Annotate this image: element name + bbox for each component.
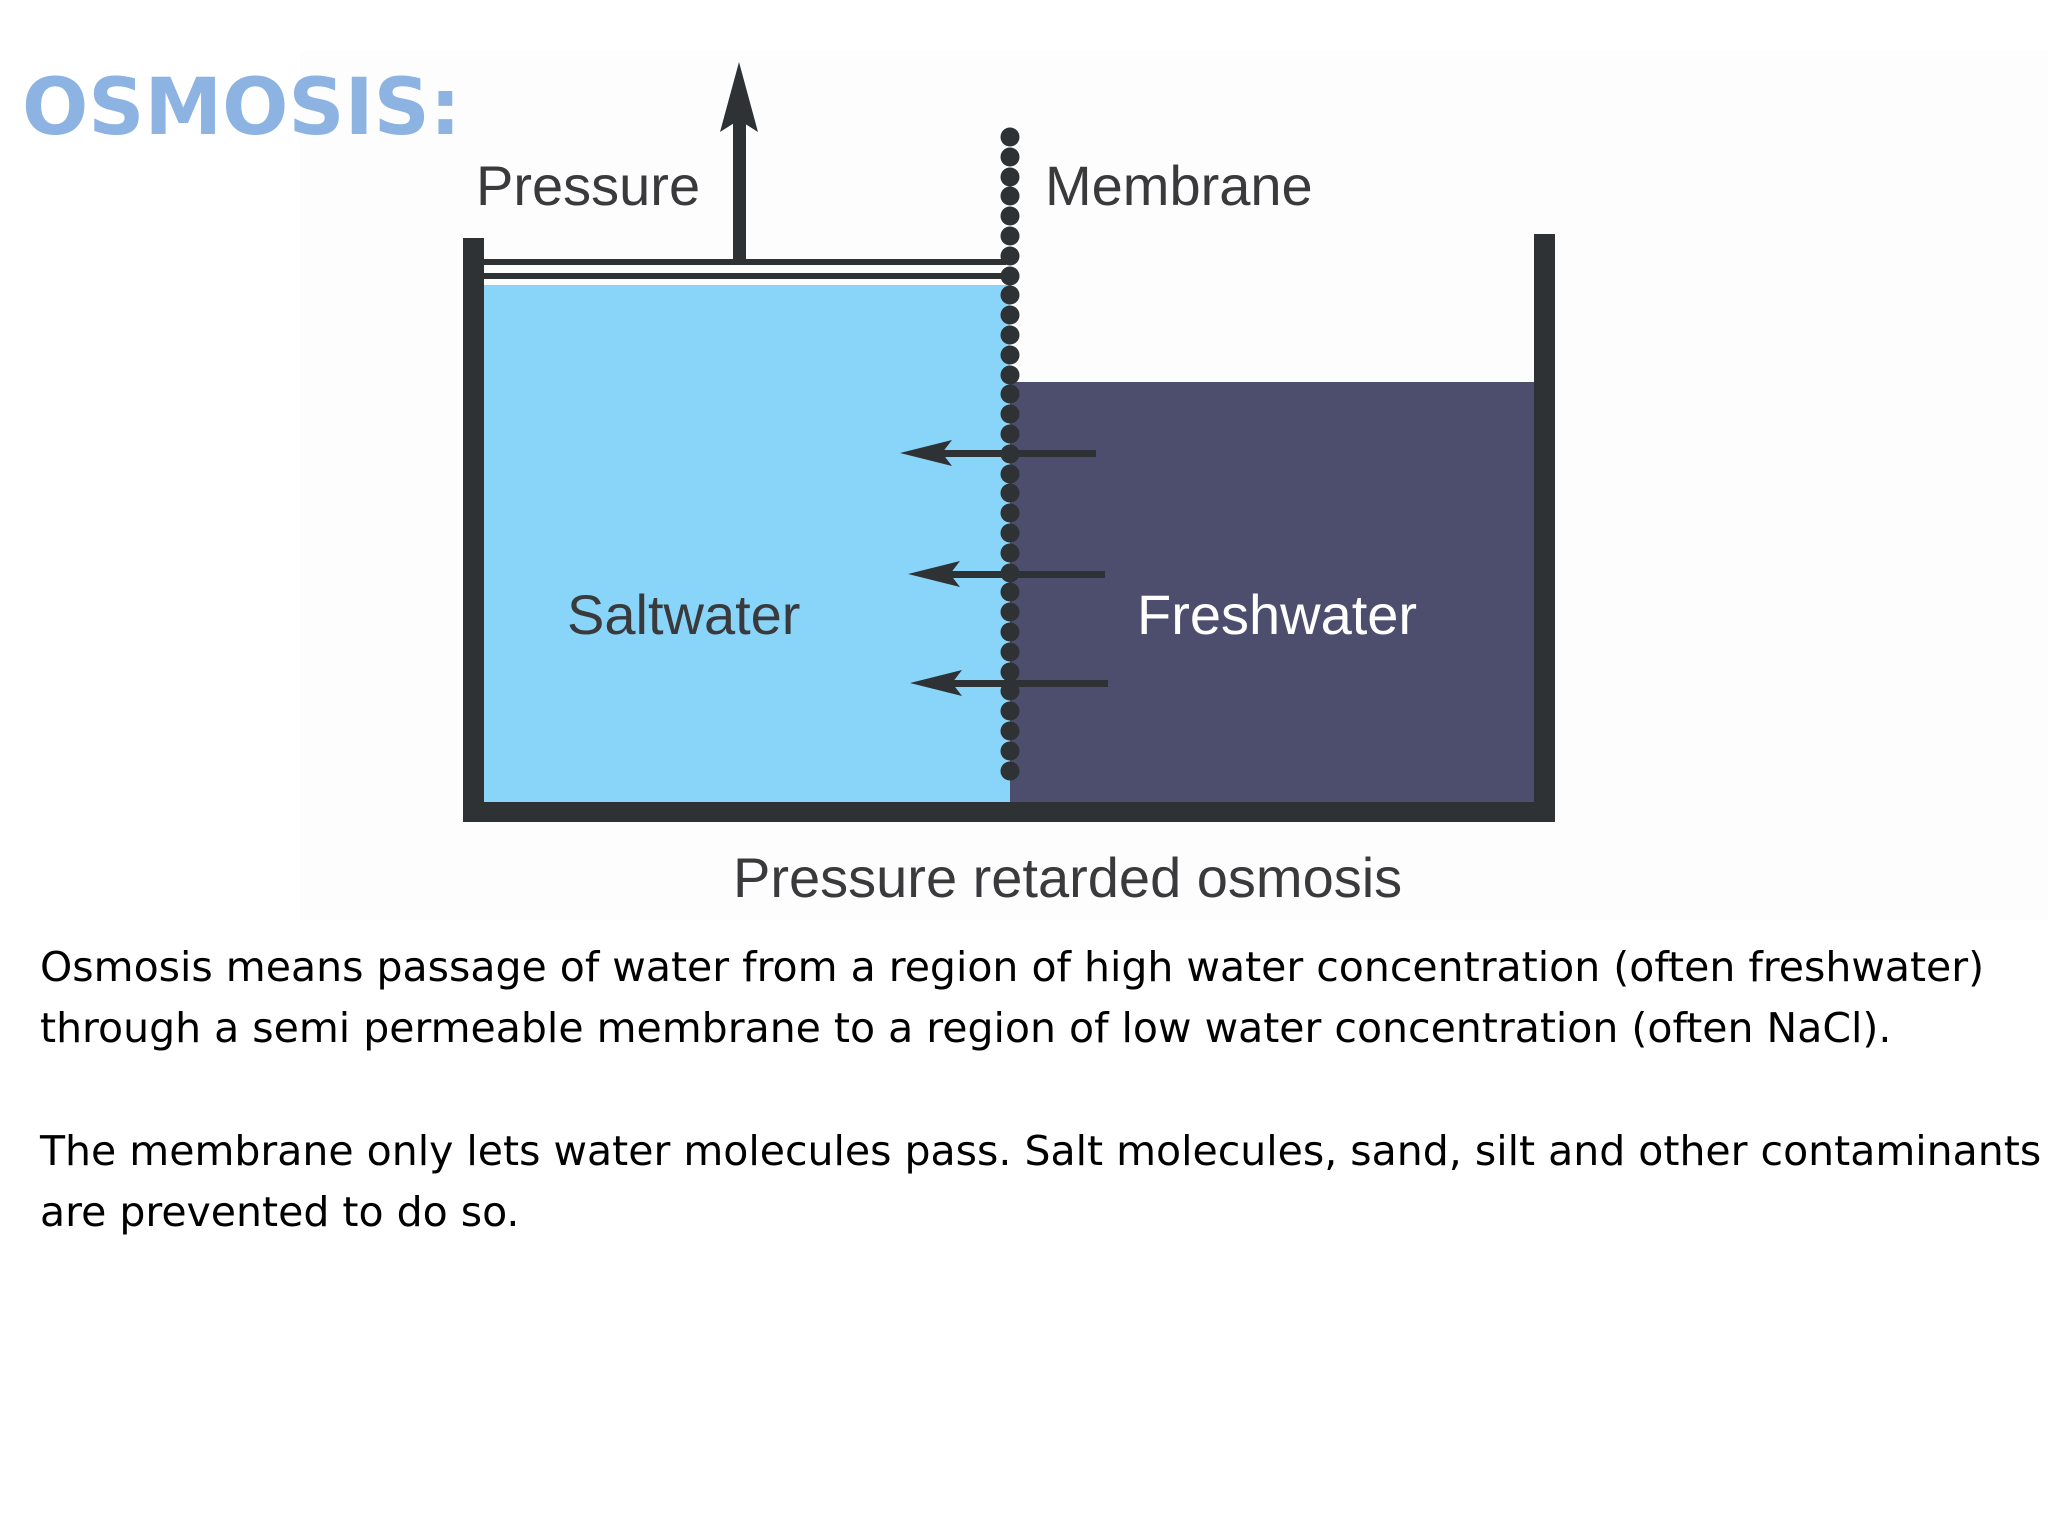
membrane-description-paragraph: The membrane only lets water molecules p…	[40, 1121, 2048, 1243]
pressure-arrow	[720, 62, 758, 260]
membrane-dot	[1000, 464, 1020, 484]
pressure-piston-bottom	[484, 273, 1006, 279]
membrane-dot	[1000, 662, 1020, 682]
flow-arrow	[908, 561, 1105, 587]
membrane-dot	[1000, 305, 1020, 325]
freshwater-region	[1010, 382, 1534, 802]
flow-arrow	[910, 670, 1108, 696]
saltwater-region	[484, 285, 1010, 802]
membrane-dot	[1000, 523, 1020, 543]
membrane-dot	[1000, 424, 1020, 444]
freshwater-label: Freshwater	[1137, 583, 1417, 646]
membrane-dot	[1000, 622, 1020, 642]
membrane-dot	[1000, 404, 1020, 424]
membrane-dot	[1000, 642, 1020, 662]
paragraph-line: through a semi permeable membrane to a r…	[40, 1004, 1892, 1052]
saltwater-label: Saltwater	[567, 583, 800, 646]
membrane-label: Membrane	[1045, 154, 1313, 217]
membrane-dot	[1000, 365, 1020, 385]
membrane-dot	[1000, 602, 1020, 622]
membrane-dot	[1000, 345, 1020, 365]
membrane-dot	[1000, 127, 1020, 147]
membrane-dot	[1000, 325, 1020, 345]
pressure-piston-top	[484, 259, 1006, 265]
membrane-dot	[1000, 147, 1020, 167]
osmosis-diagram: Pressure Membrane Saltwater Freshwater P…	[300, 50, 2048, 920]
membrane-dot	[1000, 483, 1020, 503]
membrane-dot	[1000, 503, 1020, 523]
osmosis-definition-paragraph: Osmosis means passage of water from a re…	[40, 937, 2048, 1059]
membrane-dot	[1000, 266, 1020, 286]
membrane-dot	[1000, 186, 1020, 206]
membrane-dot	[1000, 285, 1020, 305]
membrane-dot	[1000, 582, 1020, 602]
paragraph-line: are prevented to do so.	[40, 1188, 520, 1236]
container-walls	[463, 234, 1555, 822]
flow-arrow	[900, 440, 1096, 466]
membrane-dot	[1000, 721, 1020, 741]
membrane	[1000, 127, 1020, 781]
membrane-dot	[1000, 384, 1020, 404]
membrane-dot	[1000, 701, 1020, 721]
membrane-dot	[1000, 543, 1020, 563]
membrane-dot	[1000, 167, 1020, 187]
membrane-dot	[1000, 206, 1020, 226]
osmosis-diagram-svg: Pressure Membrane Saltwater Freshwater P…	[463, 62, 1555, 909]
diagram-caption: Pressure retarded osmosis	[733, 846, 1402, 909]
pressure-label: Pressure	[476, 154, 700, 217]
paragraph-line: The membrane only lets water molecules p…	[40, 1127, 2042, 1175]
paragraph-line: Osmosis means passage of water from a re…	[40, 943, 1985, 991]
page-title: OSMOSIS:	[22, 63, 461, 153]
membrane-dot	[1000, 761, 1020, 781]
membrane-dot	[1000, 741, 1020, 761]
membrane-dot	[1000, 226, 1020, 246]
membrane-dot	[1000, 246, 1020, 266]
